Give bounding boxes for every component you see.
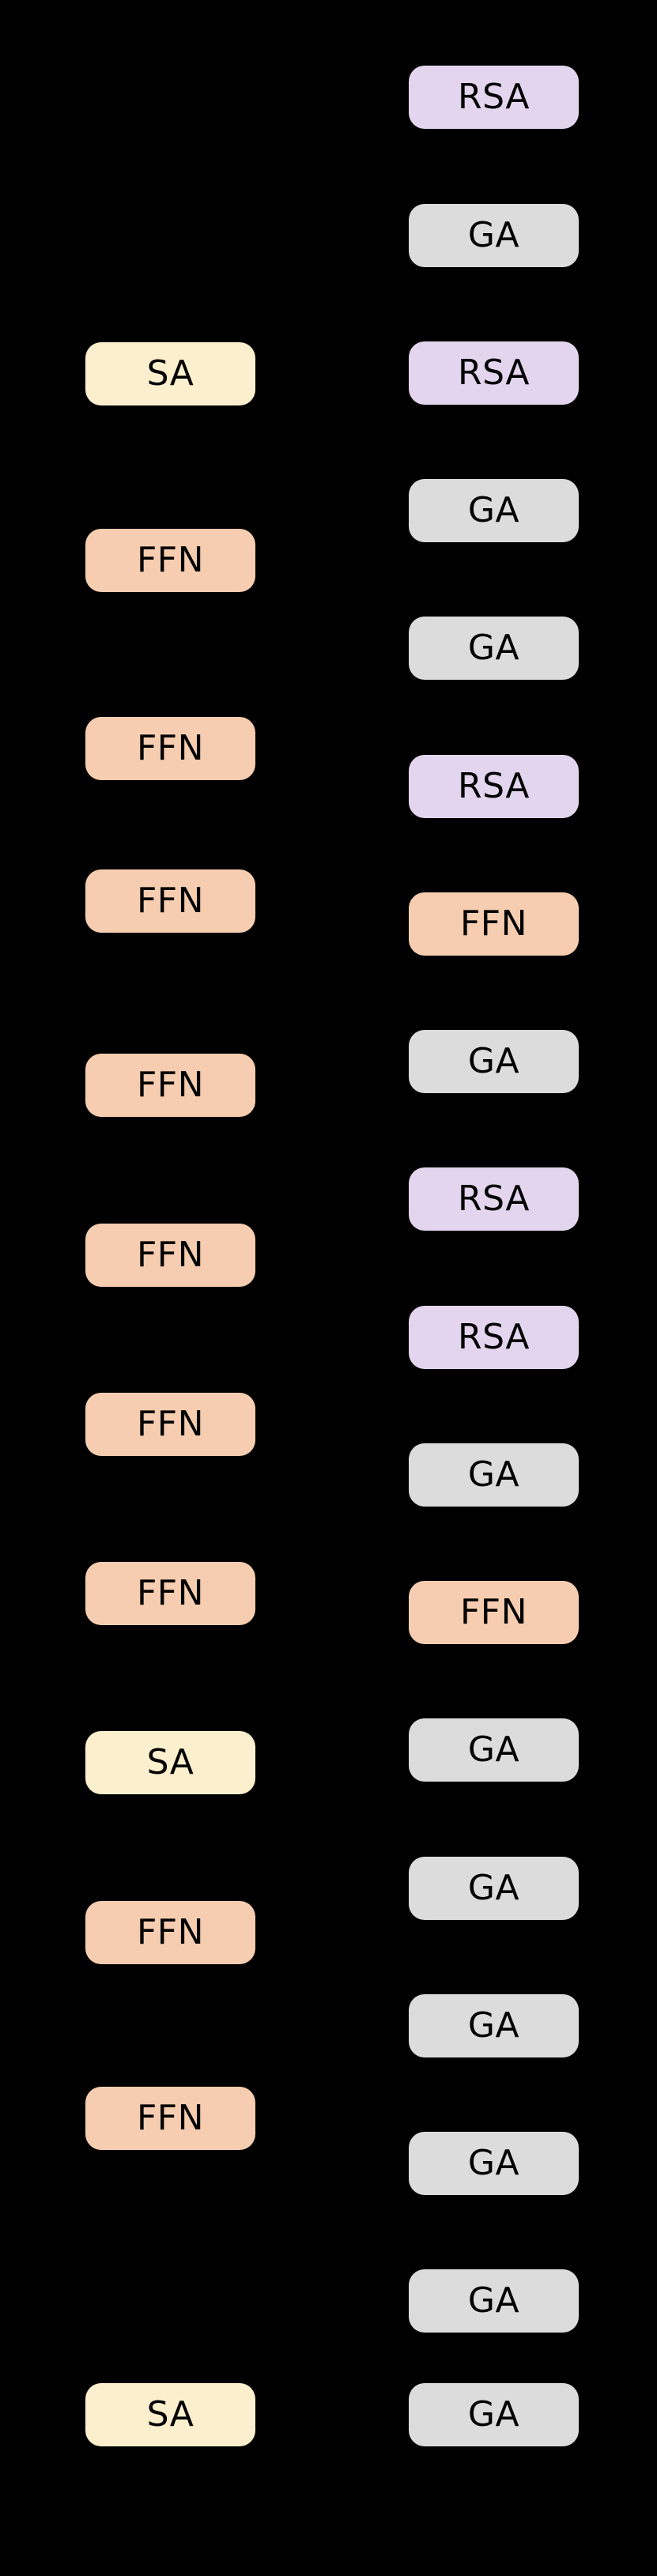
badge-label: GA	[467, 2143, 520, 2183]
badge-right-8-rsa[interactable]: RSA	[409, 1167, 579, 1231]
badge-label: GA	[467, 1868, 520, 1908]
badge-label: RSA	[458, 77, 530, 117]
badge-label: FFN	[136, 2098, 205, 2138]
badge-right-5-rsa[interactable]: RSA	[409, 755, 579, 818]
badge-left-5-ffn[interactable]: FFN	[85, 1224, 255, 1287]
badge-left-10-ffn[interactable]: FFN	[85, 2087, 255, 2150]
badge-label: FFN	[459, 1592, 528, 1632]
badge-right-2-rsa[interactable]: RSA	[409, 341, 579, 405]
badge-label: GA	[467, 2005, 520, 2046]
badge-label: RSA	[458, 766, 530, 806]
badge-right-7-ga[interactable]: GA	[409, 1030, 579, 1093]
badge-label: GA	[467, 1454, 520, 1495]
badge-label: FFN	[136, 881, 205, 921]
badge-right-17-ga[interactable]: GA	[409, 2383, 579, 2446]
badge-label: RSA	[458, 1317, 530, 1357]
badge-right-14-ga[interactable]: GA	[409, 1994, 579, 2057]
badge-label: FFN	[459, 903, 528, 944]
badge-label: GA	[467, 1729, 520, 1770]
badge-label: FFN	[136, 1235, 205, 1275]
badge-label: GA	[467, 490, 520, 530]
badge-label: FFN	[136, 1065, 205, 1105]
badge-right-9-rsa[interactable]: RSA	[409, 1306, 579, 1369]
badge-label: GA	[467, 215, 520, 255]
badge-right-10-ga[interactable]: GA	[409, 1443, 579, 1507]
badge-right-1-ga[interactable]: GA	[409, 204, 579, 267]
badge-left-11-sa[interactable]: SA	[85, 2383, 255, 2446]
badge-left-6-ffn[interactable]: FFN	[85, 1393, 255, 1456]
badge-label: GA	[467, 2394, 520, 2435]
badge-left-1-ffn[interactable]: FFN	[85, 529, 255, 592]
badge-right-12-ga[interactable]: GA	[409, 1718, 579, 1782]
badge-label: GA	[467, 2280, 520, 2321]
badge-label: FFN	[136, 1404, 205, 1444]
badge-label: FFN	[136, 1573, 205, 1613]
badge-right-3-ga[interactable]: GA	[409, 479, 579, 542]
badge-label: FFN	[136, 1912, 205, 1952]
badge-label: SA	[146, 2394, 194, 2435]
badge-right-6-ffn[interactable]: FFN	[409, 892, 579, 956]
badge-label: SA	[146, 1742, 194, 1782]
badge-left-9-ffn[interactable]: FFN	[85, 1901, 255, 1964]
left-column: SA FFN FFN FFN FFN FFN FFN FFN SA FFN FFN SA	[0, 0, 328, 2576]
badge-right-4-ga[interactable]: GA	[409, 617, 579, 680]
badge-label: RSA	[458, 1179, 530, 1219]
badge-left-7-ffn[interactable]: FFN	[85, 1562, 255, 1625]
badge-label: GA	[467, 1041, 520, 1081]
badge-left-2-ffn[interactable]: FFN	[85, 717, 255, 780]
badge-left-4-ffn[interactable]: FFN	[85, 1054, 255, 1117]
badge-left-3-ffn[interactable]: FFN	[85, 869, 255, 933]
badge-right-15-ga[interactable]: GA	[409, 2132, 579, 2195]
badge-label: FFN	[136, 728, 205, 768]
right-column: RSA GA RSA GA GA RSA FFN GA RSA RSA GA FFN GA GA GA GA G…	[328, 0, 657, 2576]
badge-label: RSA	[458, 353, 530, 393]
badge-right-11-ffn[interactable]: FFN	[409, 1581, 579, 1644]
badge-label: SA	[146, 353, 194, 394]
badge-right-0-rsa[interactable]: RSA	[409, 66, 579, 129]
badge-label: GA	[467, 628, 520, 668]
badge-right-13-ga[interactable]: GA	[409, 1857, 579, 1920]
badge-left-8-sa[interactable]: SA	[85, 1731, 255, 1794]
badge-left-0-sa[interactable]: SA	[85, 342, 255, 405]
badge-right-16-ga[interactable]: GA	[409, 2269, 579, 2333]
badge-label: FFN	[136, 540, 205, 580]
